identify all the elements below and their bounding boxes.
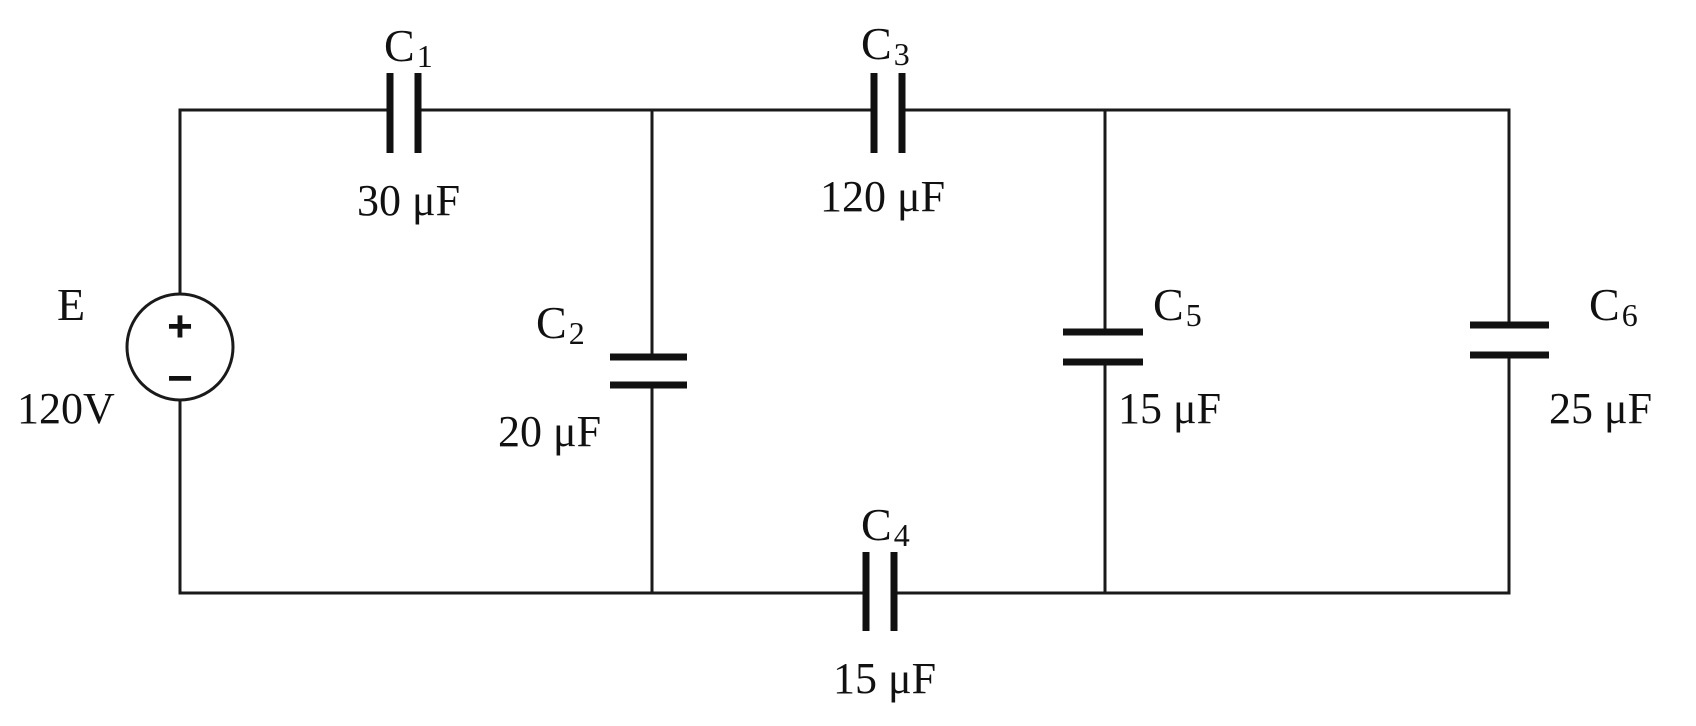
source-plus-sign: + <box>167 302 193 351</box>
capacitor-c5: C5 15 μF <box>1063 279 1221 433</box>
capacitor-c4-value: 15 μF <box>833 654 936 703</box>
capacitor-c1-value: 30 μF <box>357 176 460 225</box>
capacitor-c6-value: 25 μF <box>1549 384 1652 433</box>
capacitor-c2: C2 20 μF <box>498 297 687 456</box>
capacitor-c5-label: C5 <box>1153 279 1202 333</box>
capacitor-c2-label: C2 <box>536 297 585 351</box>
capacitor-c6-label: C6 <box>1589 279 1638 333</box>
capacitor-c4-label: C4 <box>861 499 910 553</box>
source-voltage-label: 120V <box>17 384 115 433</box>
capacitor-c2-value: 20 μF <box>498 407 601 456</box>
source-name-label: E <box>57 279 85 330</box>
capacitor-c5-value: 15 μF <box>1118 384 1221 433</box>
capacitor-c6: C6 25 μF <box>1470 279 1652 433</box>
voltage-source: + − E 120V <box>17 279 235 433</box>
capacitor-c3: C3 120 μF <box>820 18 945 221</box>
capacitor-c3-label: C3 <box>861 18 910 72</box>
voltage-source-icon <box>125 292 235 402</box>
capacitor-c1-label: C1 <box>384 20 433 74</box>
capacitor-c1: C1 30 μF <box>357 20 460 225</box>
wires <box>178 108 1511 595</box>
source-minus-sign: − <box>167 354 193 403</box>
capacitor-c4: C4 15 μF <box>833 499 936 703</box>
capacitor-c3-value: 120 μF <box>820 172 945 221</box>
